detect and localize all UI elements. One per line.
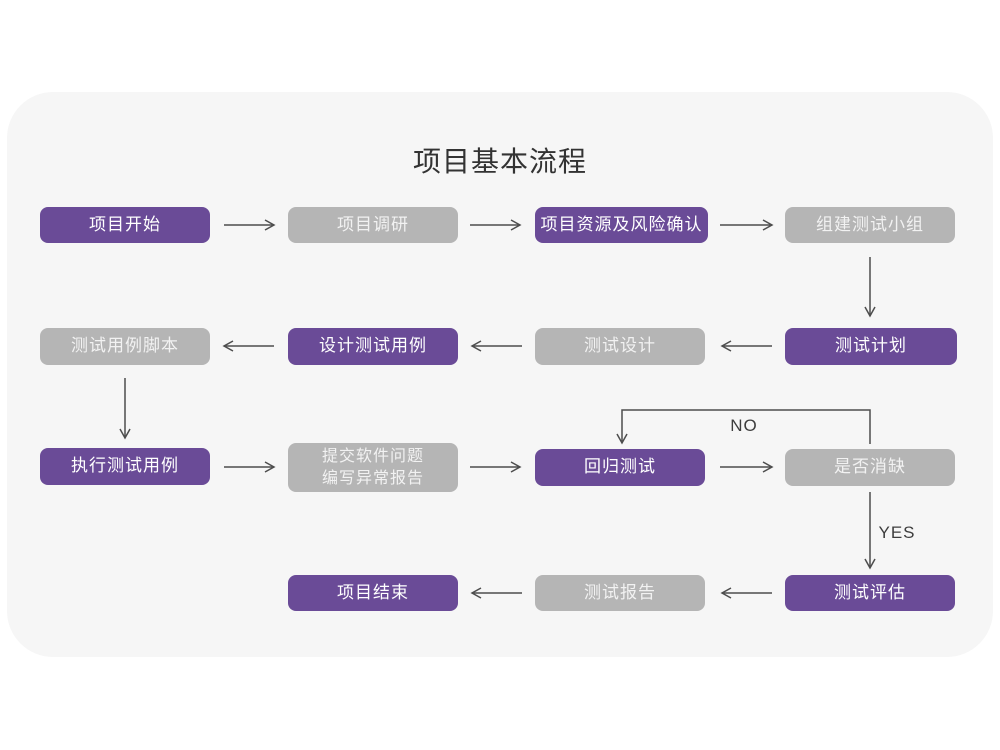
node-build-test-team: 组建测试小组	[785, 207, 955, 243]
node-submit-issue-report: 提交软件问题 编写异常报告	[288, 443, 458, 492]
node-test-evaluate: 测试评估	[785, 575, 955, 611]
node-test-report: 测试报告	[535, 575, 705, 611]
node-regression-test: 回归测试	[535, 449, 705, 486]
node-resource-risk-confirm: 项目资源及风险确认	[535, 207, 708, 243]
node-test-plan: 测试计划	[785, 328, 957, 365]
node-design-test-case: 设计测试用例	[288, 328, 458, 365]
edge-label-no: NO	[730, 416, 758, 435]
node-project-start: 项目开始	[40, 207, 210, 243]
node-project-end: 项目结束	[288, 575, 458, 611]
node-project-research: 项目调研	[288, 207, 458, 243]
flowchart-card-background	[7, 92, 993, 657]
edge-label-yes: YES	[878, 523, 916, 542]
node-defect-resolved: 是否消缺	[785, 449, 955, 486]
diagram-title: 项目基本流程	[412, 146, 587, 177]
node-execute-test-case: 执行测试用例	[40, 448, 210, 485]
node-test-design: 测试设计	[535, 328, 705, 365]
node-test-case-script: 测试用例脚本	[40, 328, 210, 365]
